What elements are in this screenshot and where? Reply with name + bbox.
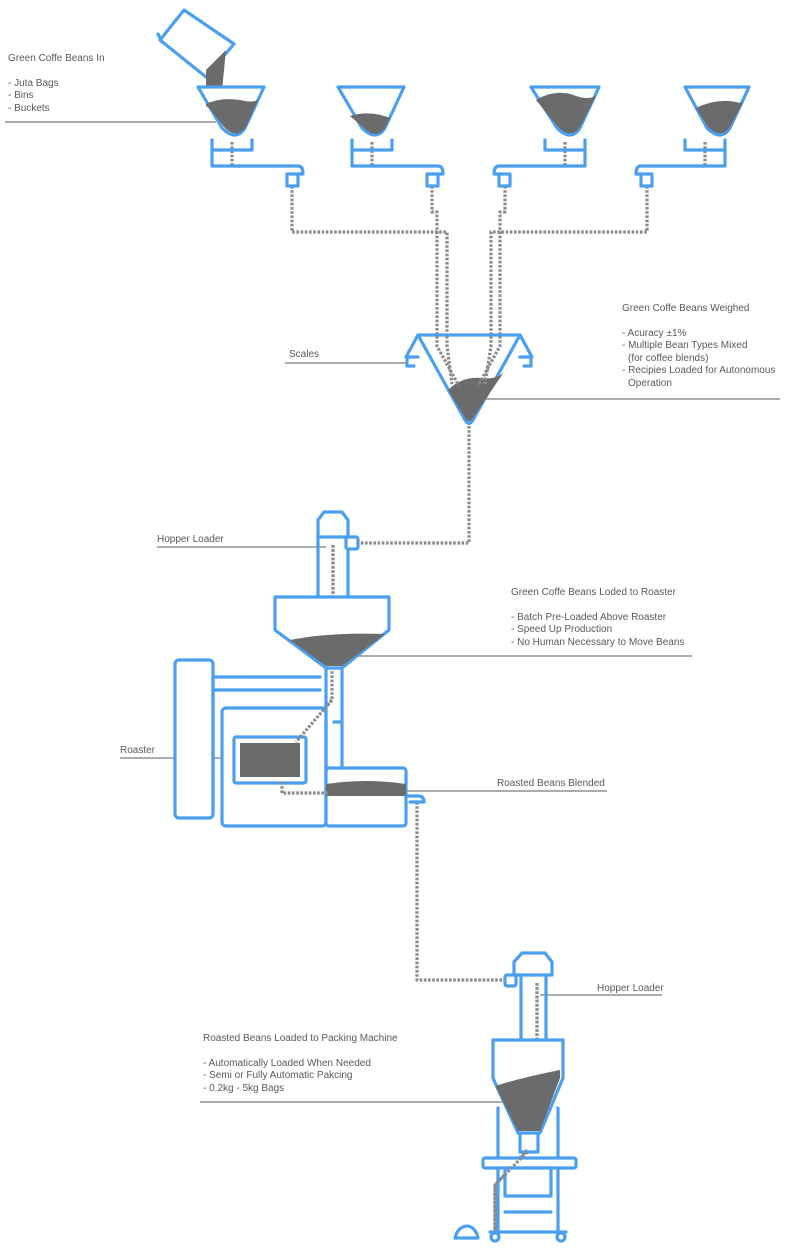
pipe-bin-1-outlet <box>230 142 292 168</box>
annotation-beans-loaded: Green Coffe Beans Loded to Roaster - Bat… <box>511 587 684 649</box>
pipe-packer-feed <box>493 1148 529 1232</box>
annotation-beans-weighed: Green Coffe Beans Weighed - Acuracy ±1% … <box>622 303 775 390</box>
pipe-scale-to-hopper <box>354 426 471 545</box>
packing-machine <box>453 1106 578 1243</box>
weighed-item: (for coffee blends) <box>628 352 709 364</box>
weighed-item: - Acuracy ±1% <box>622 327 687 339</box>
green-in-item: - Bins <box>8 90 34 101</box>
packing-item: - Automatically Loaded When Needed <box>203 1057 371 1069</box>
annotation-green-beans-in: Green Coffe Beans In - Juta Bags - Bins … <box>8 53 105 115</box>
packing-hopper <box>491 1038 565 1154</box>
pipe-bin-3-outlet <box>505 142 567 168</box>
green-bean-bin-1 <box>196 85 305 188</box>
label-hopper-loader-1: Hopper Loader <box>157 534 224 545</box>
pipe-bin-2-outlet <box>370 142 432 168</box>
weighed-item: Operation <box>628 377 672 389</box>
label-hopper-loader-2: Hopper Loader <box>597 983 664 994</box>
pipe-bin-3-to-scale <box>476 186 507 387</box>
weighed-title: Green Coffe Beans Weighed <box>622 303 750 314</box>
green-in-title: Green Coffe Beans In <box>8 53 105 64</box>
packing-title: Roasted Beans Loaded to Packing Machine <box>203 1033 398 1044</box>
loaded-item: - Batch Pre-Loaded Above Roaster <box>511 611 667 623</box>
annotation-packing: Roasted Beans Loaded to Packing Machine … <box>203 1033 398 1095</box>
weighed-item: - Recipies Loaded for Autonomous <box>622 365 776 376</box>
scale-inner-pipes <box>435 336 502 387</box>
label-roasted-beans-blended: Roasted Beans Blended <box>497 778 605 789</box>
pipe-cooler-to-hopper-2 <box>415 802 510 982</box>
label-scales: Scales <box>289 349 320 360</box>
loaded-item: - Speed Up Production <box>511 624 613 635</box>
pipe-bin-2-to-scale <box>430 186 461 387</box>
green-in-item: - Buckets <box>8 102 50 114</box>
green-bean-bin-3 <box>492 85 601 188</box>
hopper-loader-1 <box>316 510 360 599</box>
weighing-scale <box>404 333 534 426</box>
weighed-item: - Multiple Bean Types Mixed <box>622 340 748 351</box>
loaded-item: - No Human Necessary to Move Beans <box>511 636 685 648</box>
packing-item: - Semi or Fully Automatic Pakcing <box>203 1070 353 1081</box>
label-roaster: Roaster <box>120 745 156 756</box>
loaded-title: Green Coffe Beans Loded to Roaster <box>511 587 676 598</box>
roaster-hopper <box>273 595 391 707</box>
pipe-hopper-to-drum <box>294 667 334 744</box>
green-bean-bin-2 <box>336 85 445 188</box>
cooling-tray <box>280 766 426 828</box>
hopper-loader-2 <box>503 951 554 1042</box>
packing-item: - 0.2kg - 5kg Bags <box>203 1082 285 1094</box>
green-in-item: - Juta Bags <box>8 77 59 89</box>
pipe-bin-4-outlet <box>647 142 707 168</box>
green-bean-bin-4 <box>634 85 751 188</box>
roaster-machine <box>173 658 344 828</box>
